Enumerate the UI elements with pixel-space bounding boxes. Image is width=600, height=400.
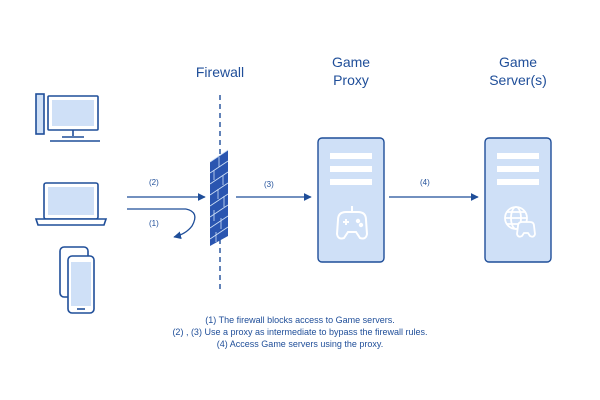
note-3: (4) Access Game servers using the proxy. — [216, 339, 384, 349]
game-proxy-server — [317, 137, 385, 263]
laptop-icon — [34, 182, 108, 226]
step-4-label: (4) — [420, 178, 430, 187]
game-server-label-line2: Server(s) — [489, 71, 547, 88]
step-3-label: (3) — [264, 180, 274, 189]
client-arrows — [127, 193, 206, 240]
game-server-label: Game Server(s) — [478, 54, 558, 89]
arrow-step-1 — [173, 208, 196, 240]
note-2: (2) , (3) Use a proxy as intermediate to… — [172, 327, 428, 337]
desktop-computer-icon — [35, 93, 100, 142]
firewall-icon — [209, 149, 229, 246]
game-proxy-label: Game Proxy — [311, 54, 391, 89]
firewall-label: Firewall — [195, 64, 245, 80]
legend-notes: (1) The firewall blocks access to Game s… — [0, 314, 600, 350]
step-1-label: (1) — [149, 219, 159, 228]
game-server-label-line1: Game — [498, 54, 538, 70]
step-2-label: (2) — [149, 178, 159, 187]
smartphone-icon — [59, 246, 95, 314]
note-1: (1) The firewall blocks access to Game s… — [205, 315, 395, 325]
game-server — [484, 137, 552, 263]
game-proxy-label-line1: Game — [331, 54, 371, 70]
gamepad-icon — [335, 206, 369, 240]
game-proxy-label-line2: Proxy — [333, 71, 369, 88]
globe-gamepad-icon — [504, 206, 536, 238]
